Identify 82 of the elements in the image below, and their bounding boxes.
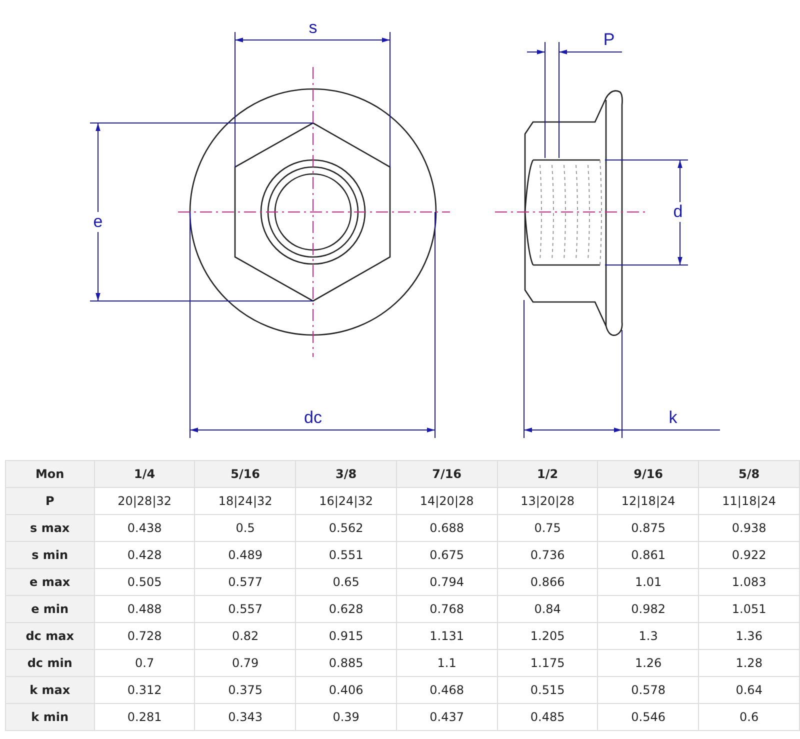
table-cell: 14|20|28 bbox=[396, 488, 498, 514]
table-cell: 0.65 bbox=[296, 568, 396, 596]
row-header: e max bbox=[6, 568, 94, 596]
table-cell: 0.437 bbox=[396, 704, 498, 730]
table-cell: 13|20|28 bbox=[497, 488, 598, 514]
table-cell: 0.468 bbox=[396, 676, 498, 704]
table-cell: 0.768 bbox=[396, 596, 498, 622]
table-cell: 0.375 bbox=[194, 676, 296, 704]
table-cell: 11|18|24 bbox=[698, 488, 800, 514]
table-cell: 1.1 bbox=[396, 650, 498, 676]
row-header: e min bbox=[6, 596, 94, 622]
table-cell: 0.915 bbox=[296, 622, 396, 650]
table-cell: 0.75 bbox=[497, 514, 598, 542]
table-cell: 0.488 bbox=[94, 596, 195, 622]
table-cell: 0.64 bbox=[698, 676, 800, 704]
table-cell: 0.485 bbox=[497, 704, 598, 730]
table-cell: 0.982 bbox=[598, 596, 699, 622]
table-cell: 0.885 bbox=[296, 650, 396, 676]
table-cell: 1.131 bbox=[396, 622, 498, 650]
table-cell: 0.551 bbox=[296, 542, 396, 568]
table-cell: 0.406 bbox=[296, 676, 396, 704]
table-cell: 0.688 bbox=[396, 514, 498, 542]
column-header: 1/4 bbox=[94, 460, 195, 488]
table-cell: 1.36 bbox=[698, 622, 800, 650]
table-cell: 0.505 bbox=[94, 568, 195, 596]
table-cell: 0.578 bbox=[598, 676, 699, 704]
column-header: 5/16 bbox=[194, 460, 296, 488]
table-cell: 0.794 bbox=[396, 568, 498, 596]
table-cell: 1.26 bbox=[598, 650, 699, 676]
table-cell: 0.736 bbox=[497, 542, 598, 568]
table-cell: 0.489 bbox=[194, 542, 296, 568]
table-cell: 0.875 bbox=[598, 514, 699, 542]
table-cell: 0.675 bbox=[396, 542, 498, 568]
table-cell: 0.515 bbox=[497, 676, 598, 704]
table-cell: 0.7 bbox=[94, 650, 195, 676]
table-cell: 0.84 bbox=[497, 596, 598, 622]
table-cell: 1.205 bbox=[497, 622, 598, 650]
table-cell: 0.312 bbox=[94, 676, 195, 704]
table-cell: 0.922 bbox=[698, 542, 800, 568]
table-cell: 0.866 bbox=[497, 568, 598, 596]
table-cell: 0.728 bbox=[94, 622, 195, 650]
table-cell: 0.557 bbox=[194, 596, 296, 622]
table-cell: 0.5 bbox=[194, 514, 296, 542]
table-cell: 0.39 bbox=[296, 704, 396, 730]
table-cell: 0.861 bbox=[598, 542, 699, 568]
table-cell: 1.083 bbox=[698, 568, 800, 596]
table-cell: 0.428 bbox=[94, 542, 195, 568]
table-cell: 0.546 bbox=[598, 704, 699, 730]
table-cell: 0.281 bbox=[94, 704, 195, 730]
table-cell: 0.577 bbox=[194, 568, 296, 596]
column-header: 1/2 bbox=[497, 460, 598, 488]
table-cell: 1.3 bbox=[598, 622, 699, 650]
table-cell: 1.01 bbox=[598, 568, 699, 596]
table-cell: 0.562 bbox=[296, 514, 396, 542]
table-cell: 0.6 bbox=[698, 704, 800, 730]
table-cell: 12|18|24 bbox=[598, 488, 699, 514]
row-header: k max bbox=[6, 676, 94, 704]
row-header: dc max bbox=[6, 622, 94, 650]
dimension-label: e bbox=[91, 212, 105, 232]
row-header: k min bbox=[6, 704, 94, 730]
column-header: 3/8 bbox=[296, 460, 396, 488]
table-cell: 0.438 bbox=[94, 514, 195, 542]
row-header: s min bbox=[6, 542, 94, 568]
table-cell: 0.79 bbox=[194, 650, 296, 676]
column-header: 5/8 bbox=[698, 460, 800, 488]
row-header: P bbox=[6, 488, 94, 514]
table-cell: 0.82 bbox=[194, 622, 296, 650]
table-cell: 18|24|32 bbox=[194, 488, 296, 514]
row-header: s max bbox=[6, 514, 94, 542]
table-cell: 20|28|32 bbox=[94, 488, 195, 514]
table-cell: 0.343 bbox=[194, 704, 296, 730]
table-cell: 1.051 bbox=[698, 596, 800, 622]
table-cell: 0.938 bbox=[698, 514, 800, 542]
column-header: 7/16 bbox=[396, 460, 498, 488]
table-cell: 0.628 bbox=[296, 596, 396, 622]
dimension-label: d bbox=[671, 202, 685, 222]
column-header: 9/16 bbox=[598, 460, 699, 488]
table-cell: 1.175 bbox=[497, 650, 598, 676]
table-cell: 1.28 bbox=[698, 650, 800, 676]
table-cell: 16|24|32 bbox=[296, 488, 396, 514]
row-header: dc min bbox=[6, 650, 94, 676]
column-header: Mon bbox=[6, 460, 94, 488]
